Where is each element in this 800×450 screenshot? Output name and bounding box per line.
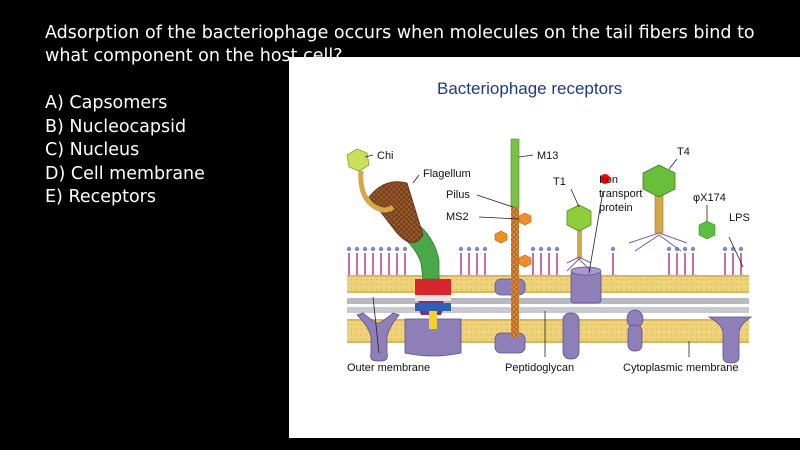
label-phix174: φX174: [693, 192, 726, 204]
option-d[interactable]: D) Cell membrane: [45, 163, 205, 187]
option-d-text: Cell membrane: [70, 163, 205, 184]
bacteriophage-receptors-diagram: Bacteriophage receptors: [346, 79, 753, 374]
label-t1: T1: [553, 176, 566, 188]
question-text: Adsorption of the bacteriophage occurs w…: [45, 23, 755, 66]
lps-head: [666, 246, 672, 252]
lps-head: [386, 246, 392, 252]
lps-layer: [346, 246, 744, 275]
phix174-phage: [698, 220, 716, 240]
option-c[interactable]: C) Nucleus: [45, 139, 205, 163]
label-m13: M13: [537, 150, 558, 162]
lps-head: [354, 246, 360, 252]
label-flagellum: Flagellum: [423, 168, 471, 180]
option-c-letter: C): [45, 140, 65, 160]
pointer-dot: [600, 174, 610, 184]
lps-head: [346, 246, 352, 252]
label-iron: Iron: [599, 174, 618, 186]
diagram-panel: Bacteriophage receptors: [289, 57, 800, 438]
lps-head: [546, 246, 552, 252]
chi-phage: [346, 148, 395, 213]
label-outer-membrane: Outer membrane: [347, 362, 430, 374]
lps-head: [466, 246, 472, 252]
option-a-letter: A): [45, 93, 64, 113]
label-transport: transport: [599, 188, 642, 200]
option-e-text: Receptors: [68, 187, 156, 207]
label-lps: LPS: [729, 212, 750, 224]
label-peptidoglycan: Peptidoglycan: [505, 362, 574, 374]
option-b[interactable]: B) Nucleocapsid: [45, 116, 205, 140]
option-b-letter: B): [45, 116, 64, 137]
lps-head: [394, 246, 400, 252]
option-c-text: Nucleus: [69, 140, 140, 160]
option-d-letter: D): [45, 163, 66, 184]
option-e-letter: E): [45, 187, 63, 207]
t1-phage: [566, 204, 592, 272]
lps-head: [370, 246, 376, 252]
leader-lines: [364, 154, 744, 357]
pilus-m13: [510, 138, 520, 337]
label-cytoplasmic-membrane: Cytoplasmic membrane: [623, 362, 739, 374]
label-chi: Chi: [377, 150, 394, 162]
lps-head: [458, 246, 464, 252]
outer-membrane: [347, 275, 749, 293]
lps-head: [722, 246, 728, 252]
ms2-phages: [494, 212, 532, 268]
label-ms2: MS2: [446, 211, 469, 223]
label-protein: protein: [599, 202, 633, 214]
lps-head: [530, 246, 536, 252]
lps-head: [378, 246, 384, 252]
diagram-title: Bacteriophage receptors: [437, 79, 622, 98]
lps-head: [738, 246, 744, 252]
membrane-proteins: [356, 266, 753, 364]
t4-phage: [628, 164, 688, 252]
lps-head: [690, 246, 696, 252]
lps-head: [402, 246, 408, 252]
lps-head: [474, 246, 480, 252]
label-pilus: Pilus: [446, 189, 470, 201]
lps-head: [610, 246, 616, 252]
label-t4: T4: [677, 146, 690, 158]
flagellum: [368, 181, 462, 357]
option-a[interactable]: A) Capsomers: [45, 92, 205, 116]
option-e[interactable]: E) Receptors: [45, 186, 205, 210]
option-b-text: Nucleocapsid: [69, 116, 187, 137]
lps-head: [554, 246, 560, 252]
lps-head: [362, 246, 368, 252]
lps-head: [682, 246, 688, 252]
answer-options: A) Capsomers B) Nucleocapsid C) Nucleus …: [45, 92, 205, 210]
lps-head: [482, 246, 488, 252]
peptidoglycan-layer: [347, 298, 749, 313]
option-a-text: Capsomers: [69, 93, 168, 113]
lps-head: [538, 246, 544, 252]
